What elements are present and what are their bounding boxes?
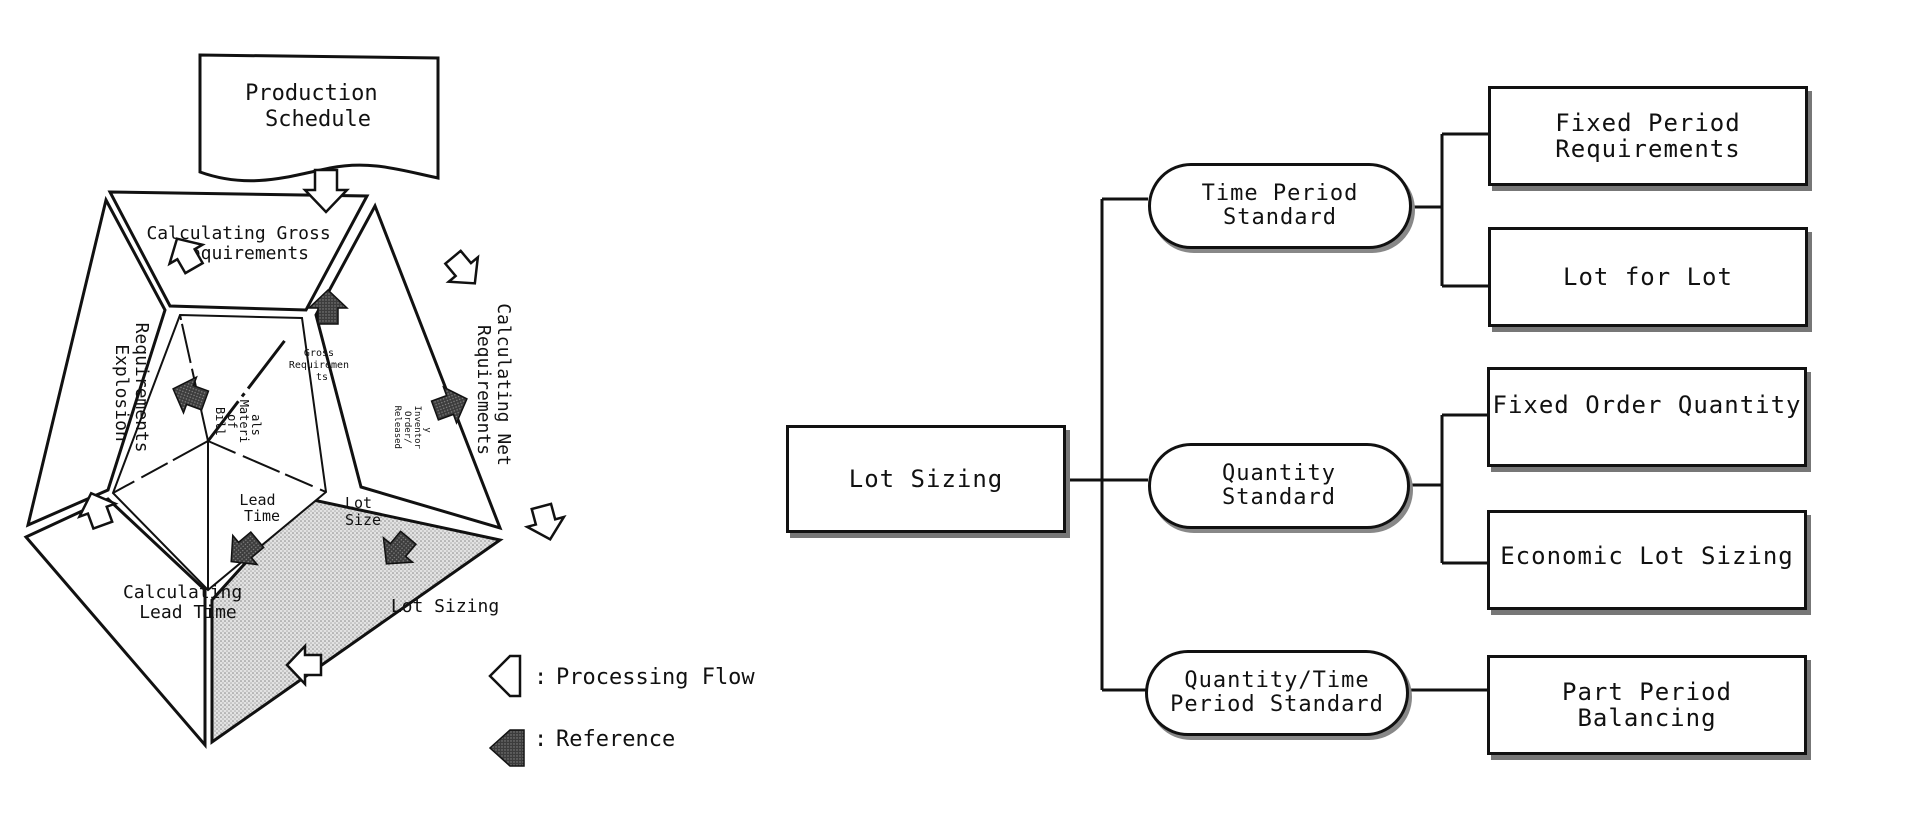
processing-flow-arrow-left [285, 642, 323, 688]
processing-flow-arrow-right-down [443, 249, 480, 285]
method-lot-for-lot: Lot for Lot [1488, 227, 1808, 327]
processing-flow-arrows [76, 168, 567, 688]
production-schedule-document [198, 53, 440, 183]
legend-reference-icon [488, 729, 525, 767]
processing-flow-arrow-net-down [523, 502, 567, 541]
legend-reference-label: Reference [556, 727, 675, 752]
label-lead-time-data: Lead Time [239, 491, 284, 525]
central-data-pentagon [111, 313, 328, 592]
category-time-period-standard: Time Period Standard [1148, 163, 1412, 249]
processing-flow-arrow-down [302, 168, 350, 214]
legend-processing-flow-sep: : [534, 665, 547, 690]
label-gross-requirements-data: Gross Requiremen ts [289, 348, 355, 383]
label-requirements-explosion: Requirements Explosion [111, 323, 152, 464]
label-released-order-inventory: Released Order/ Inventor y [392, 406, 432, 455]
label-calculating-net-requirements: Calculating Net Requirements [473, 303, 514, 476]
reference-arrow-lead-time [230, 530, 265, 566]
method-part-period-balancing: Part Period Balancing [1487, 655, 1807, 755]
label-lot-size-data: Lot Size [345, 494, 381, 529]
legend-processing-flow-label: Processing Flow [556, 665, 755, 690]
reference-arrows [172, 288, 468, 566]
label-lot-sizing-module: Lot Sizing [391, 596, 499, 617]
legend-processing-flow-icon [488, 654, 522, 698]
label-bill-of-materials: Bill of Materi als [213, 400, 263, 451]
label-calculating-gross-requirements: Calculating Gross Requirements [146, 223, 341, 264]
legend-reference-sep: : [534, 727, 547, 752]
method-fixed-period-requirements: Fixed Period Requirements [1488, 86, 1808, 186]
panel-requirements-explosion [25, 195, 167, 528]
category-quantity-time-period-standard: Quantity/Time Period Standard [1145, 650, 1409, 736]
legend: : Processing Flow : Reference [488, 654, 755, 767]
label-calculating-lead-time: Calculating Lead Time [123, 582, 253, 623]
category-quantity-standard: Quantity Standard [1148, 443, 1410, 529]
production-schedule-label: Production Schedule [245, 81, 391, 132]
panel-calculating-net-requirements [314, 202, 503, 531]
reference-arrow-released-order [430, 385, 468, 425]
processing-flow-arrow-upleft [167, 237, 206, 275]
processing-flow-arrow-explosion-up [76, 491, 119, 531]
mrp-process-diagram: Production Schedule Calculating Gross Re… [23, 53, 755, 767]
method-fixed-order-quantity: Fixed Order Quantity [1487, 367, 1807, 467]
reference-arrow-lot-size [382, 530, 418, 565]
method-economic-lot-sizing: Economic Lot Sizing [1487, 510, 1807, 610]
root-lot-sizing-box: Lot Sizing [786, 425, 1066, 533]
panel-gross-requirements [107, 190, 370, 312]
reference-arrow-up [307, 288, 349, 325]
reference-arrow-bom [172, 375, 210, 415]
